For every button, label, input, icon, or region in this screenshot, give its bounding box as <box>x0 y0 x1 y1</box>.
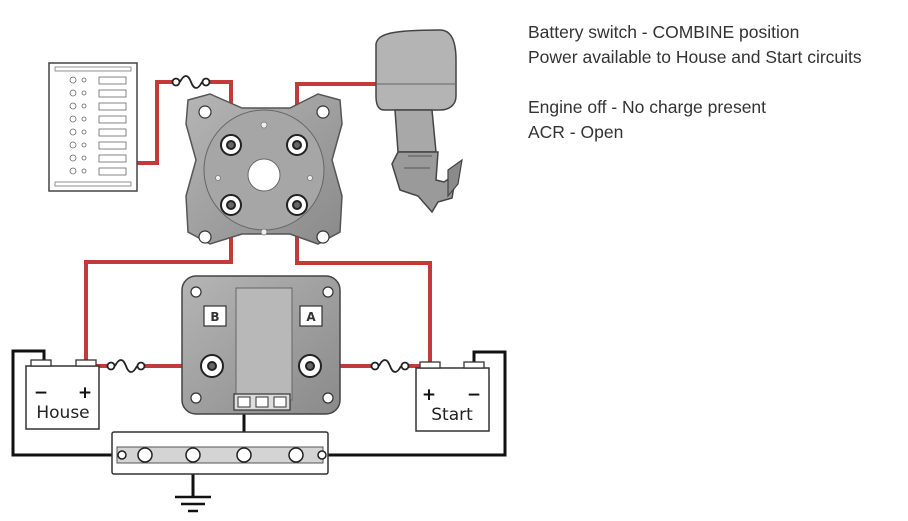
acr-ground-connector <box>233 393 291 411</box>
engine-propeller <box>447 158 463 198</box>
switch-terminals <box>220 134 308 216</box>
note-spacer <box>528 70 903 95</box>
acr-relay: B A <box>181 275 341 415</box>
battery-switch <box>185 93 343 245</box>
fuse-top <box>171 75 211 89</box>
panel-row <box>69 89 127 98</box>
acr-terminal-a-badge: A <box>299 305 323 327</box>
house-positive-sign: + <box>78 383 92 403</box>
acr-terminal-b-label: B <box>210 310 219 324</box>
ground-symbol <box>175 495 211 513</box>
start-battery: + − Start <box>415 361 490 432</box>
start-positive-sign: + <box>422 385 436 405</box>
start-battery-label: Start <box>431 405 473 425</box>
switch-knob-hub <box>247 158 281 192</box>
start-negative-sign: − <box>467 385 481 405</box>
panel-row <box>69 76 127 85</box>
panel-row <box>69 154 127 163</box>
note-engine-status: Engine off - No charge present <box>528 97 767 117</box>
fuse-house <box>106 359 146 373</box>
acr-terminal-a-label: A <box>306 310 316 324</box>
outboard-engine <box>375 29 463 214</box>
status-notes: Battery switch - COMBINE position Power … <box>528 20 903 145</box>
wire-start-negative <box>322 350 507 457</box>
panel-row <box>69 167 127 176</box>
wiring-diagram: B A − + House + − St <box>11 29 507 513</box>
note-acr-status: ACR - Open <box>528 122 624 142</box>
distribution-panel <box>48 62 138 192</box>
panel-breakers <box>69 76 127 176</box>
note-power-available: Power available to House and Start circu… <box>528 47 862 67</box>
panel-row <box>69 128 127 137</box>
wire-house-negative <box>11 349 122 457</box>
switch-corner-bolts <box>198 105 330 244</box>
note-switch-position: Battery switch - COMBINE position <box>528 22 800 42</box>
panel-row <box>69 141 127 150</box>
fuse-start <box>370 359 410 373</box>
wire-panel-to-switch <box>137 80 173 165</box>
acr-terminal-b-badge: B <box>203 305 227 327</box>
panel-row <box>69 102 127 111</box>
panel-row <box>69 115 127 124</box>
house-battery: − + House <box>25 359 100 430</box>
house-battery-label: House <box>36 403 89 423</box>
negative-bus-bar <box>111 431 329 475</box>
house-negative-sign: − <box>34 383 48 403</box>
